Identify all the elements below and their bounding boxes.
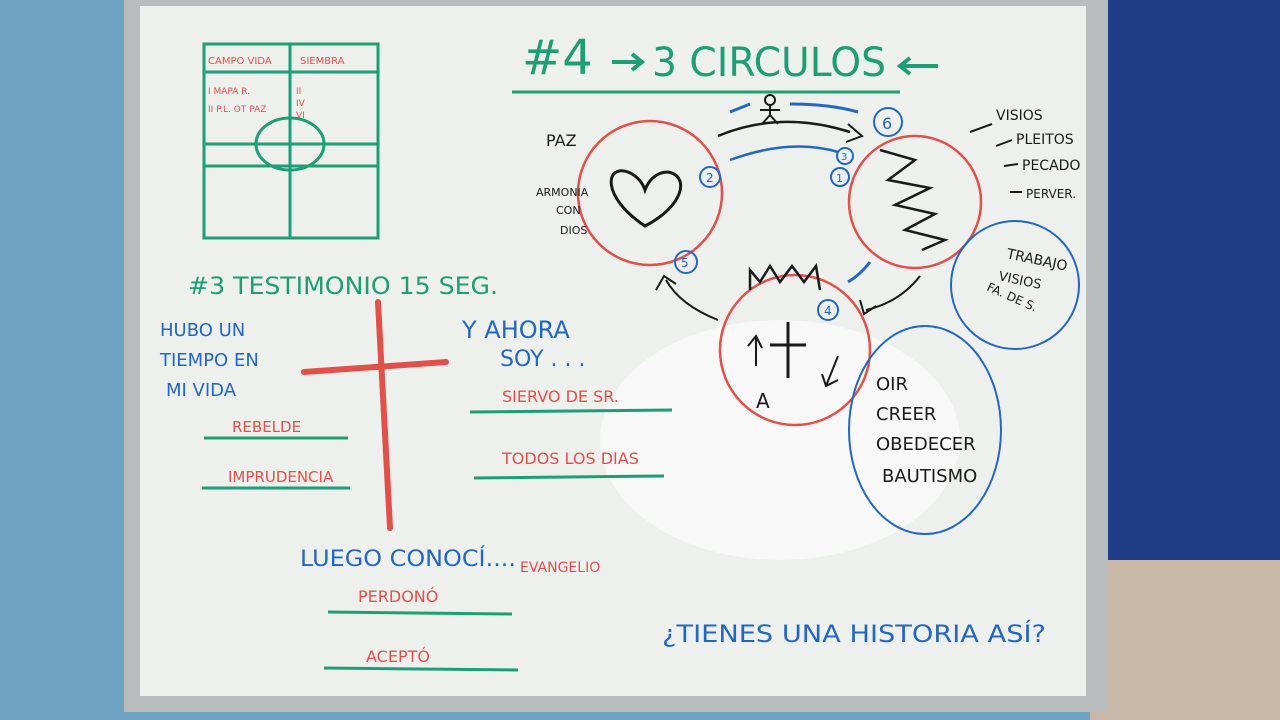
steps-blue-circle [848,325,1002,535]
bridge-arc [717,120,851,138]
large-cross-icon [301,299,449,531]
right-circle [847,134,983,270]
title-arrow-left [896,56,938,76]
arrow-right-down [859,275,921,316]
grid-left-line-1: I MAPA R. [208,87,250,97]
step-number-5: 5 [674,250,698,274]
grid-right-line-3: VI [296,111,305,121]
svg-text:5: 5 [681,256,689,270]
then-word-2: ACEPTÓ [366,647,430,666]
right-blue-circle [950,220,1080,350]
now-intro-1: Y AHORA [461,316,570,344]
then-underline-1 [327,610,513,616]
grid-header-right: SIEMBRA [300,56,345,67]
intro-line-2: TIEMPO EN [159,350,259,371]
planning-grid [202,42,380,240]
then-intro: LUEGO CONOCÍ.... [300,546,516,572]
arrow-blue-down [847,261,872,284]
step-number-4: 4 [817,299,839,321]
intro-line-1: HUBO UN [160,320,245,341]
now-word-2: TODOS LOS DIAS [501,449,639,468]
now-underline-1 [469,408,673,414]
step-number-2: 2 [699,166,721,188]
bridge-arrowhead [845,123,864,143]
title-arrow-right [612,52,646,72]
label-dios: DIOS [560,224,587,237]
step-bautismo: BAUTISMO [882,466,977,487]
arrow-top-blue [729,102,859,114]
intro-line-3: MI VIDA [166,380,237,401]
title-text: 3 CIRCULOS [652,40,886,86]
past-word-1: REBELDE [232,418,301,436]
board-glare [600,320,960,560]
now-underline-2 [473,474,665,480]
past-word-2: IMPRUDENCIA [228,468,334,486]
svg-text:3: 3 [841,152,847,163]
now-intro-2: SOY . . . [500,347,585,372]
bottom-letter: A [756,389,770,413]
now-word-1: SIERVO DE SR. [502,387,619,406]
closing-question: ¿TIENES UNA HISTORIA ASÍ? [662,619,1046,648]
right-list-2: PLEITOS [1016,132,1074,148]
left-circle [576,119,724,267]
up-arrow-icon [747,334,763,366]
step-creer: CREER [876,404,936,425]
right-list-dashes [969,123,1022,193]
step-oir: OIR [876,374,908,395]
heart-icon [609,169,683,228]
grid-right-line-1: II [296,87,301,97]
right-list-3: PECADO [1022,158,1080,174]
label-paz: PAZ [546,131,577,150]
down-arrow-icon [821,355,839,388]
svg-text:2: 2 [706,171,714,185]
svg-text:1: 1 [836,172,843,185]
arrow-middle-blue [729,145,839,162]
step-number-1: 1 [830,167,850,187]
title-number: #4 [522,30,593,86]
right-list-1: VISIOS [996,108,1043,124]
step-number-6: 6 [873,107,903,137]
wall-left [0,0,140,720]
grid-right-line-2: IV [296,99,306,109]
floor [1090,560,1280,720]
label-armonia: ARMONIA [536,186,589,199]
crown-icon [748,262,822,291]
grid-left-line-2: II P.L. OT PAZ [208,105,266,115]
then-word: EVANGELIO [520,560,600,576]
svg-text:4: 4 [824,304,832,318]
then-underline-2 [323,666,519,672]
arrow-left-return [655,274,719,321]
label-con: CON [556,204,581,217]
svg-text:6: 6 [882,114,892,133]
testimony-heading: #3 TESTIMONIO 15 SEG. [188,272,498,300]
small-cross-icon [770,322,806,378]
then-word-1: PERDONÓ [358,587,438,606]
grid-header-left: CAMPO VIDA [208,56,272,67]
right-list-4: PERVER. [1026,187,1076,201]
bottom-circle [718,273,872,427]
step-obedecer: OBEDECER [876,434,976,455]
board-surface [140,6,1086,696]
wall-right [1090,0,1280,560]
zigzag-icon [879,148,949,252]
step-number-3: 3 [836,147,854,165]
